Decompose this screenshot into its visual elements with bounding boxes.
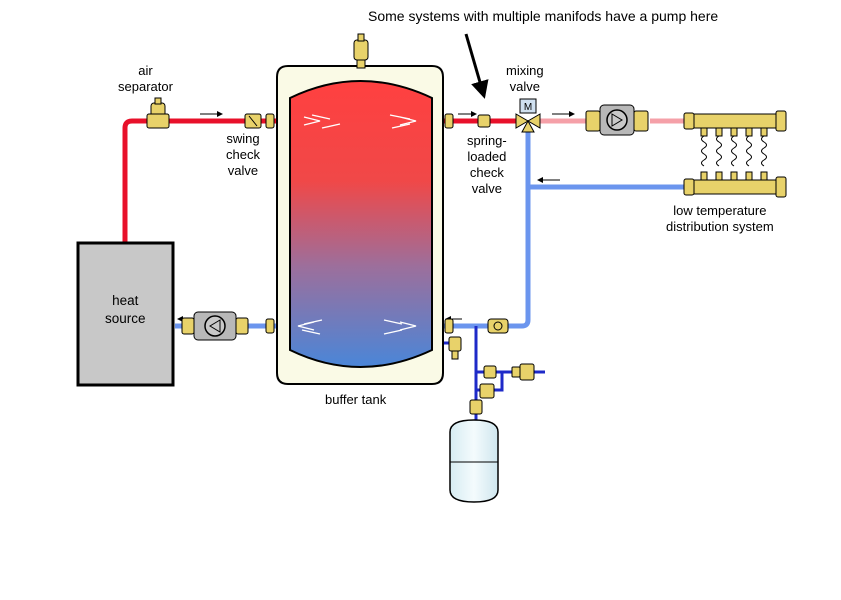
tank-fittings	[265, 113, 454, 334]
spring-loaded-check-valve-label: spring- loaded check valve	[467, 133, 507, 196]
distribution-manifold	[683, 110, 787, 198]
pump-note: Some systems with multiple manifods have…	[368, 8, 719, 24]
tank-air-vent	[353, 33, 369, 69]
air-separator-label: air separator	[118, 63, 173, 94]
air-separator	[146, 97, 170, 129]
mixing-valve-motor-label: M	[524, 102, 532, 113]
spring-loaded-check-valve	[477, 114, 491, 128]
heat-source-circulator	[181, 311, 249, 341]
buffer-tank-label: buffer tank	[325, 392, 387, 407]
note-pointer-arrow	[464, 33, 489, 99]
distribution-system-label: low temperature distribution system	[666, 203, 774, 234]
buffer-tank	[276, 65, 444, 385]
mixing-valve-label: mixing valve	[506, 63, 544, 94]
tank-flow-arrows	[297, 114, 417, 335]
swing-check-valve-label: swing check valve	[226, 131, 260, 178]
expansion-tank	[449, 419, 499, 503]
distribution-circulator	[585, 104, 649, 136]
swing-check-valve	[244, 113, 262, 129]
mixing-valve: M	[515, 98, 541, 133]
fill-valves	[469, 363, 535, 415]
heat-source-box	[76, 241, 175, 387]
return-check-valve	[487, 318, 509, 334]
flow-arrows	[177, 111, 575, 322]
tank-drain-valve	[448, 336, 462, 360]
heat-source-label: heat source	[105, 293, 146, 326]
